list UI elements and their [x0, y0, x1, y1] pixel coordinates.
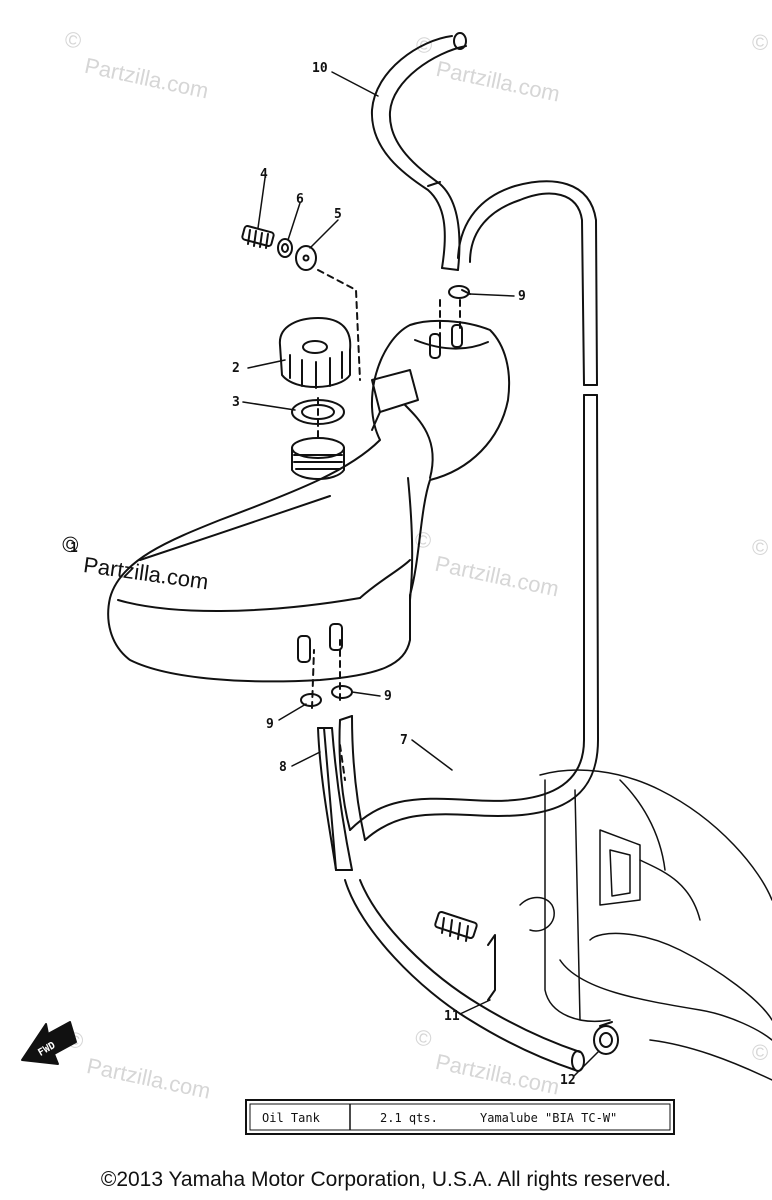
watermark-text: Partzilla.com: [434, 56, 562, 107]
bolt: [241, 225, 275, 249]
callout-6: 6: [296, 192, 304, 207]
callout-2: 2: [232, 361, 240, 376]
callout-leaders: [242, 71, 599, 1077]
watermark-copyright-symbol: ©: [61, 531, 81, 558]
hose-clip-right: [331, 685, 353, 699]
callout-7: 7: [400, 733, 408, 748]
hose-clip-top: [448, 285, 471, 299]
watermark-copyright-symbol: ©: [63, 26, 84, 54]
feed-hose: [317, 727, 585, 1072]
watermark-text: Partzilla.com: [433, 551, 561, 602]
oil-tank: [107, 319, 511, 683]
spec-item: Oil Tank: [262, 1111, 321, 1125]
spec-table: Oil Tank 2.1 qts. Yamalube "BIA TC-W": [245, 1099, 675, 1135]
callout-9-right: 9: [384, 689, 392, 704]
watermark-copyright-symbol: ©: [752, 1040, 768, 1065]
callout-8: 8: [279, 760, 287, 775]
callout-3: 3: [232, 395, 240, 410]
breather-hose: [370, 32, 467, 271]
callout-4: 4: [260, 167, 268, 182]
spec-capacity: 2.1 qts.: [380, 1111, 438, 1125]
callout-10: 10: [312, 61, 328, 76]
callout-12: 12: [560, 1073, 576, 1088]
spec-oil: Yamalube "BIA TC-W": [480, 1111, 617, 1125]
callout-5: 5: [334, 207, 342, 222]
watermark-text: Partzilla.com: [82, 53, 210, 104]
filler-neck: [291, 437, 345, 480]
watermark-copyright-symbol: ©: [752, 535, 768, 560]
copyright-notice: ©2013 Yamaha Motor Corporation, U.S.A. A…: [100, 1168, 672, 1191]
watermark-text: Partzilla.com: [85, 1053, 213, 1104]
return-hose: [338, 180, 599, 841]
callout-9-left: 9: [266, 717, 274, 732]
watermark-copyright-symbol: ©: [752, 30, 768, 55]
callout-11: 11: [444, 1009, 460, 1024]
callout-1: 1: [70, 541, 78, 556]
forward-arrow-icon: [21, 1021, 77, 1065]
engine-case: [519, 769, 772, 1081]
flat-washer: [295, 245, 317, 271]
callout-numbers: 10 4 6 5 2 3 9 9 9 1 7 8 11 12: [70, 61, 576, 1088]
callout-9-top: 9: [518, 289, 526, 304]
hose-clip-left: [300, 693, 322, 707]
spring-washer: [277, 238, 293, 258]
tank-cap: [278, 317, 352, 389]
watermark-text: Partzilla.com: [433, 1049, 561, 1100]
banjo-bolt: [434, 910, 496, 1001]
watermark-copyright-symbol: ©: [413, 1024, 434, 1052]
watermark-copyright-symbol: ©: [413, 526, 434, 554]
pump-clip: [593, 1021, 619, 1055]
